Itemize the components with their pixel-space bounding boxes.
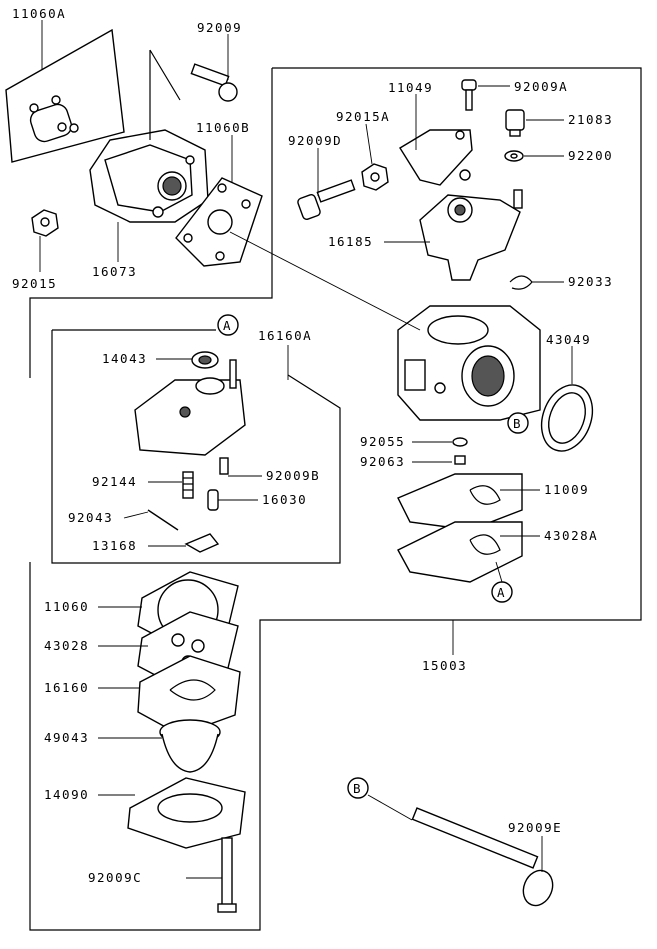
- label-92043: 92043: [68, 510, 113, 525]
- primer-bulb-49043: [159, 719, 221, 773]
- spring-92144: [182, 471, 194, 499]
- needle-16030: [207, 489, 219, 511]
- label-92009: 92009: [197, 20, 242, 35]
- lever-11049: [399, 129, 473, 186]
- label-43028: 43028: [44, 638, 89, 653]
- label-11060A: 11060A: [12, 6, 66, 21]
- label-92063: 92063: [360, 454, 405, 469]
- subassembly-frame-16160A: [51, 329, 341, 564]
- marker-a-bottom: A: [491, 581, 513, 603]
- label-16185: 16185: [328, 234, 373, 249]
- label-16073: 16073: [92, 264, 137, 279]
- marker-a-bottom-label: A: [497, 585, 506, 600]
- washer-92055: [452, 437, 468, 447]
- gasket-11009: [397, 473, 523, 531]
- cap-14043: [191, 351, 219, 369]
- washer-92200: [504, 150, 524, 162]
- label-11009: 11009: [544, 482, 589, 497]
- marker-b-bolt: B: [347, 777, 369, 799]
- seal-43049: [540, 384, 594, 452]
- screw-92009A: [461, 79, 477, 111]
- label-92144: 92144: [92, 474, 137, 489]
- marker-b-body-label: B: [513, 416, 522, 431]
- label-14090: 14090: [44, 787, 89, 802]
- marker-b-body: B: [507, 412, 529, 434]
- pump-body-16160A: [134, 359, 246, 456]
- label-92015A: 92015A: [336, 109, 390, 124]
- diaphragm-43028A: [397, 521, 523, 583]
- label-92033: 92033: [568, 274, 613, 289]
- label-92009B: 92009B: [266, 468, 320, 483]
- label-11060B: 11060B: [196, 120, 250, 135]
- screw-21083: [505, 109, 525, 137]
- label-21083: 21083: [568, 112, 613, 127]
- nut-92015: [31, 209, 59, 237]
- label-43028A: 43028A: [544, 528, 598, 543]
- label-15003: 15003: [422, 658, 467, 673]
- fitting-92009D: [297, 179, 356, 220]
- label-92009A: 92009A: [514, 79, 568, 94]
- label-92009C: 92009C: [88, 870, 142, 885]
- pin-92043: [147, 509, 179, 531]
- marker-b-bolt-label: B: [353, 781, 362, 796]
- label-11060: 11060: [44, 599, 89, 614]
- screw-92009C: [217, 837, 237, 913]
- label-43049: 43049: [546, 332, 591, 347]
- plug-92063: [454, 455, 466, 465]
- cover-14090: [127, 777, 246, 849]
- label-49043: 49043: [44, 730, 89, 745]
- gasket-11060A: [5, 28, 125, 163]
- lever-13168: [184, 533, 220, 553]
- label-92015: 92015: [12, 276, 57, 291]
- label-92009E: 92009E: [508, 820, 562, 835]
- label-92009D: 92009D: [288, 133, 342, 148]
- marker-a-top: A: [217, 314, 239, 336]
- throttle-shaft-16185: [419, 189, 523, 281]
- nut-92015A: [361, 163, 389, 191]
- label-16160: 16160: [44, 680, 89, 695]
- gasket-11060B: [175, 177, 263, 267]
- label-92055: 92055: [360, 434, 405, 449]
- label-92200: 92200: [568, 148, 613, 163]
- assembly-frame: [29, 67, 642, 931]
- insulator-16073: [89, 49, 209, 223]
- bolt-92009: [190, 63, 238, 102]
- screw-92009B: [219, 457, 229, 475]
- clip-92033: [509, 275, 533, 290]
- label-14043: 14043: [102, 351, 147, 366]
- label-13168: 13168: [92, 538, 137, 553]
- label-11049: 11049: [388, 80, 433, 95]
- part-labels: 11060A 92009 11060B 92015 16073 11049 92…: [12, 6, 613, 885]
- marker-a-top-label: A: [223, 318, 232, 333]
- label-16030: 16030: [262, 492, 307, 507]
- bolt-92009E: [411, 807, 554, 907]
- leader-lines: [39, 20, 573, 879]
- label-16160A: 16160A: [258, 328, 312, 343]
- carburetor-body: [397, 305, 541, 421]
- pump-body-16160: [137, 655, 241, 736]
